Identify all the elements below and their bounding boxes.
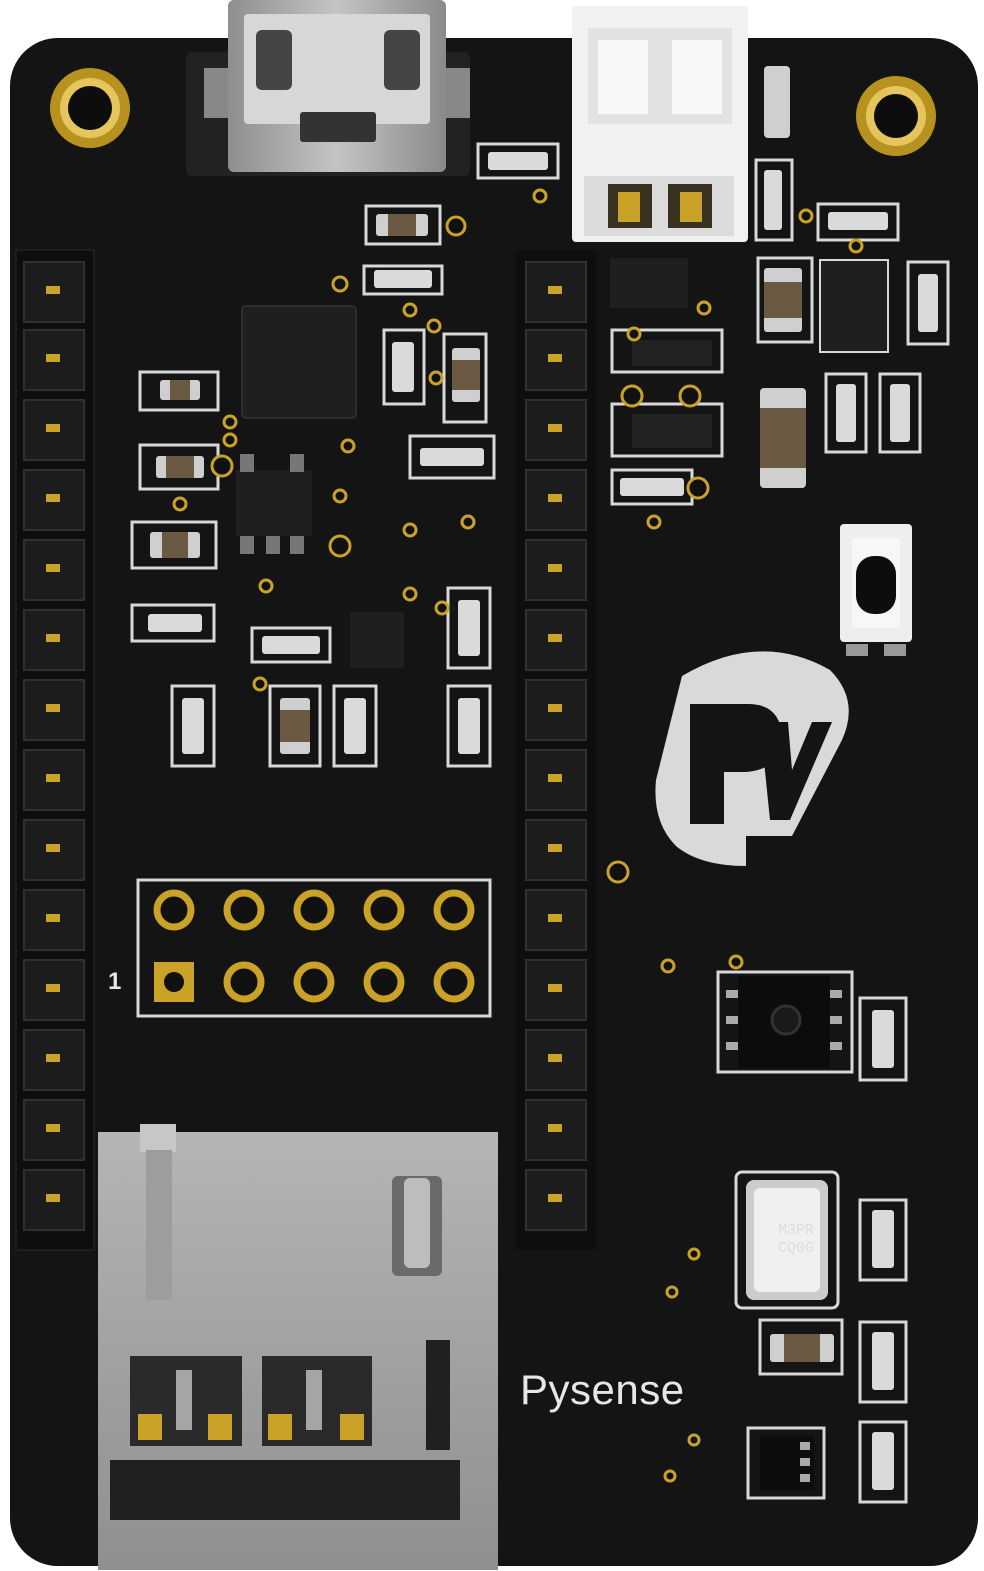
smd-resistors (148, 152, 938, 1490)
passive-components (130, 142, 950, 1504)
ic-light-sensor (819, 259, 889, 353)
reset-button (840, 524, 912, 656)
header-pin-one-label: 1 (108, 968, 122, 995)
main-ic-qfn (241, 305, 357, 419)
pressure-sensor-marking: M3PR CQ0G (756, 1222, 836, 1258)
mounting-hole-right (856, 76, 936, 156)
mounting-hole-left (50, 68, 130, 148)
board-name-label: Pysense (520, 1366, 685, 1413)
vias (172, 188, 864, 1483)
debug-header (136, 878, 492, 1018)
accelerometer-chip (716, 970, 854, 1074)
ic-charger (610, 258, 688, 308)
temperature-sensor (746, 1426, 826, 1500)
left-pin-header (15, 249, 95, 1251)
microsd-card-slot (98, 1124, 498, 1570)
ic-small-square (350, 612, 404, 668)
micro-usb-connector (186, 0, 470, 176)
pressure-sensor (734, 1170, 840, 1310)
pycom-logo (655, 651, 849, 866)
diodes (632, 340, 712, 448)
pressure-sensor-marking-line-2: CQ0G (777, 1240, 814, 1257)
ic-regulator (236, 454, 312, 554)
right-pin-header (516, 250, 596, 1250)
battery-jst-connector (572, 6, 748, 242)
chip-capacitors (150, 66, 834, 1362)
pressure-sensor-marking-line-1: M3PR (777, 1222, 814, 1239)
